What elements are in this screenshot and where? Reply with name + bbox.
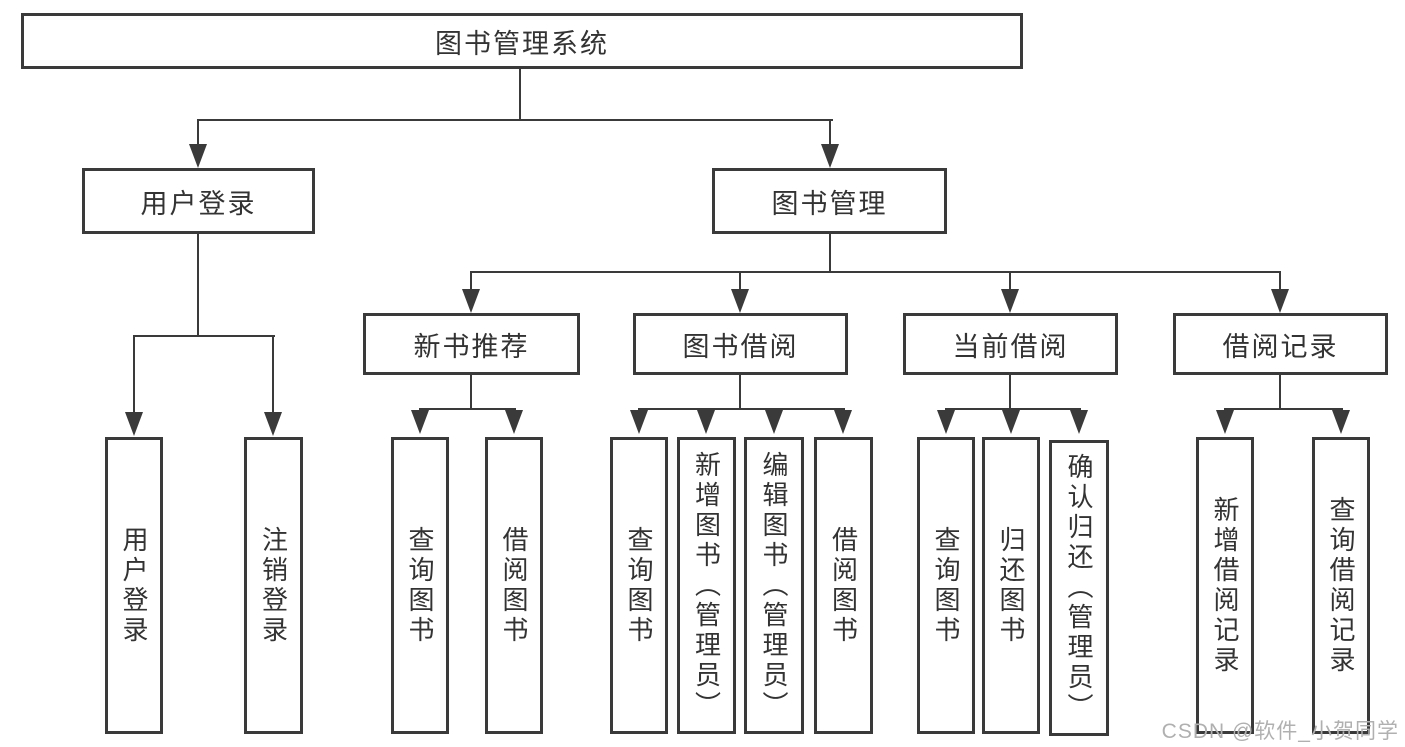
leaf-logout-label: 注销登录 [258, 525, 289, 646]
leaf-borrow-query: 查询图书 [610, 437, 668, 734]
node-book-management-label: 图书管理 [771, 188, 888, 219]
connector-line [638, 408, 845, 410]
connector-line [133, 337, 135, 412]
arrowhead-down-icon [505, 410, 523, 434]
leaf-user-login: 用户登录 [105, 437, 163, 734]
leaf-borrow-book: 借阅图书 [814, 437, 873, 734]
leaf-records-query-label: 查询借阅记录 [1326, 495, 1356, 676]
leaf-borrow-add-admin-label: 新增图书（管理员） [691, 450, 722, 721]
connector-line [197, 121, 199, 146]
node-new-book-recommend-label: 新书推荐 [413, 331, 530, 362]
leaf-records-add-label: 新增借阅记录 [1210, 495, 1240, 676]
leaf-newbooks-borrow: 借阅图书 [485, 437, 543, 734]
arrowhead-down-icon [821, 144, 839, 168]
csdn-watermark: CSDN @软件_小贺同学 [1161, 720, 1399, 743]
arrowhead-down-icon [697, 410, 715, 434]
connector-line [1009, 375, 1011, 408]
connector-line [470, 375, 472, 408]
connector-line [470, 271, 1281, 273]
node-book-management: 图书管理 [712, 168, 947, 234]
node-new-book-recommend: 新书推荐 [363, 313, 580, 375]
arrowhead-down-icon [834, 410, 852, 434]
arrowhead-down-icon [189, 144, 207, 168]
connector-line [829, 121, 831, 146]
arrowhead-down-icon [1271, 289, 1289, 313]
node-user-login: 用户登录 [82, 168, 315, 234]
leaf-borrow-edit-admin: 编辑图书（管理员） [744, 437, 804, 734]
arrowhead-down-icon [765, 410, 783, 434]
leaf-current-confirm-admin: 确认归还（管理员） [1049, 440, 1109, 736]
node-user-login-label: 用户登录 [140, 188, 257, 219]
arrowhead-down-icon [411, 410, 429, 434]
arrowhead-down-icon [1332, 410, 1350, 434]
arrowhead-down-icon [1002, 410, 1020, 434]
node-borrowing-records-label: 借阅记录 [1222, 331, 1339, 362]
node-borrowing-records: 借阅记录 [1173, 313, 1388, 375]
connector-line [739, 375, 741, 408]
connector-line [1279, 273, 1281, 289]
leaf-newbooks-borrow-label: 借阅图书 [499, 525, 529, 646]
connector-line [1009, 273, 1011, 289]
arrowhead-down-icon [1070, 410, 1088, 434]
leaf-current-confirm-admin-label: 确认归还（管理员） [1064, 453, 1094, 723]
arrowhead-down-icon [731, 289, 749, 313]
connector-line [133, 335, 275, 337]
node-root-label: 图书管理系统 [435, 28, 609, 59]
leaf-records-add: 新增借阅记录 [1196, 437, 1254, 734]
arrowhead-down-icon [630, 410, 648, 434]
connector-line [272, 337, 274, 412]
node-book-borrowing: 图书借阅 [633, 313, 848, 375]
leaf-newbooks-query-label: 查询图书 [405, 525, 435, 646]
leaf-borrow-add-admin: 新增图书（管理员） [677, 437, 736, 734]
connector-line [197, 234, 199, 337]
arrowhead-down-icon [1001, 289, 1019, 313]
leaf-borrow-query-label: 查询图书 [624, 525, 654, 646]
arrowhead-down-icon [937, 410, 955, 434]
connector-line [519, 69, 521, 121]
leaf-logout: 注销登录 [244, 437, 303, 734]
leaf-current-return-label: 归还图书 [996, 525, 1026, 646]
node-book-borrowing-label: 图书借阅 [682, 331, 799, 362]
leaf-current-return: 归还图书 [982, 437, 1040, 734]
connector-line [470, 273, 472, 289]
connector-line [1224, 408, 1343, 410]
leaf-user-login-label: 用户登录 [119, 525, 149, 646]
leaf-current-query: 查询图书 [917, 437, 975, 734]
arrowhead-down-icon [264, 412, 282, 436]
connector-line [739, 273, 741, 289]
node-root-library-system: 图书管理系统 [21, 13, 1023, 69]
leaf-borrow-edit-admin-label: 编辑图书（管理员） [759, 450, 789, 721]
node-current-borrowing: 当前借阅 [903, 313, 1118, 375]
connector-line [197, 119, 833, 121]
leaf-current-query-label: 查询图书 [931, 525, 961, 646]
connector-line [829, 234, 831, 273]
connector-line [945, 408, 1081, 410]
connector-line [419, 408, 516, 410]
leaf-newbooks-query: 查询图书 [391, 437, 449, 734]
leaf-borrow-book-label: 借阅图书 [828, 525, 859, 646]
arrowhead-down-icon [1216, 410, 1234, 434]
connector-line [1279, 375, 1281, 408]
arrowhead-down-icon [462, 289, 480, 313]
leaf-records-query: 查询借阅记录 [1312, 437, 1370, 734]
node-current-borrowing-label: 当前借阅 [952, 331, 1069, 362]
arrowhead-down-icon [125, 412, 143, 436]
